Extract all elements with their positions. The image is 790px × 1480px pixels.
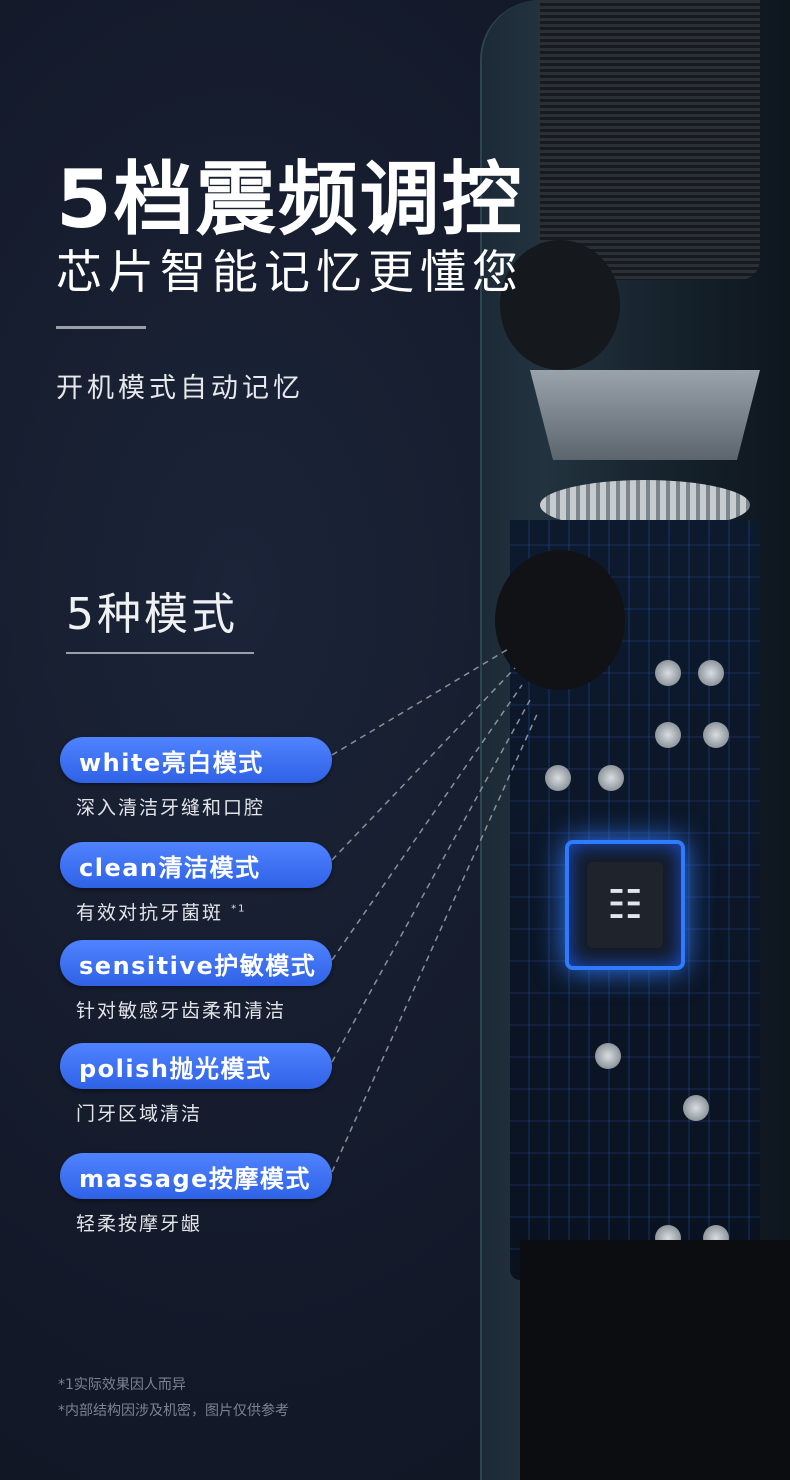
footnote: *1实际效果因人而异 [58,1377,186,1393]
toothbrush-cutaway-image: ☷ [470,0,790,1480]
mode-sensitive: sensitive护敏模式 针对敏感牙齿柔和清洁 [60,940,332,1023]
mode-massage: massage按摩模式 轻柔按摩牙龈 [60,1153,332,1236]
mode-label: white亮白模式 [60,737,332,783]
footnote: *内部结构因涉及机密，图片仅供参考 [58,1403,289,1419]
page-title: 5档震频调控 [56,153,524,246]
mode-polish: polish抛光模式 门牙区域清洁 [60,1043,332,1126]
mode-desc: 轻柔按摩牙龈 [76,1213,203,1235]
footnote-ref: *1 [231,903,247,915]
memory-text: 开机模式自动记忆 [56,373,304,404]
mode-label: clean清洁模式 [60,842,332,888]
divider [66,652,254,654]
mode-label: massage按摩模式 [60,1153,332,1199]
mode-desc: 针对敏感牙齿柔和清洁 [76,1000,287,1022]
mode-label: polish抛光模式 [60,1043,332,1089]
mode-clean: clean清洁模式 有效对抗牙菌斑 *1 [60,842,332,925]
mode-desc: 深入清洁牙缝和口腔 [76,797,266,819]
divider [56,326,146,329]
chip: ☷ [565,840,685,970]
power-button-icon [500,240,620,370]
mode-white: white亮白模式 深入清洁牙缝和口腔 [60,737,332,820]
subtitle: 芯片智能记忆更懂您 [56,245,524,299]
modes-title: 5种模式 [66,589,238,640]
mode-desc: 门牙区域清洁 [76,1103,203,1125]
mode-label: sensitive护敏模式 [60,940,332,986]
toothbrush-icon: ☷ [587,862,663,948]
mode-desc: 有效对抗牙菌斑 [76,902,224,924]
